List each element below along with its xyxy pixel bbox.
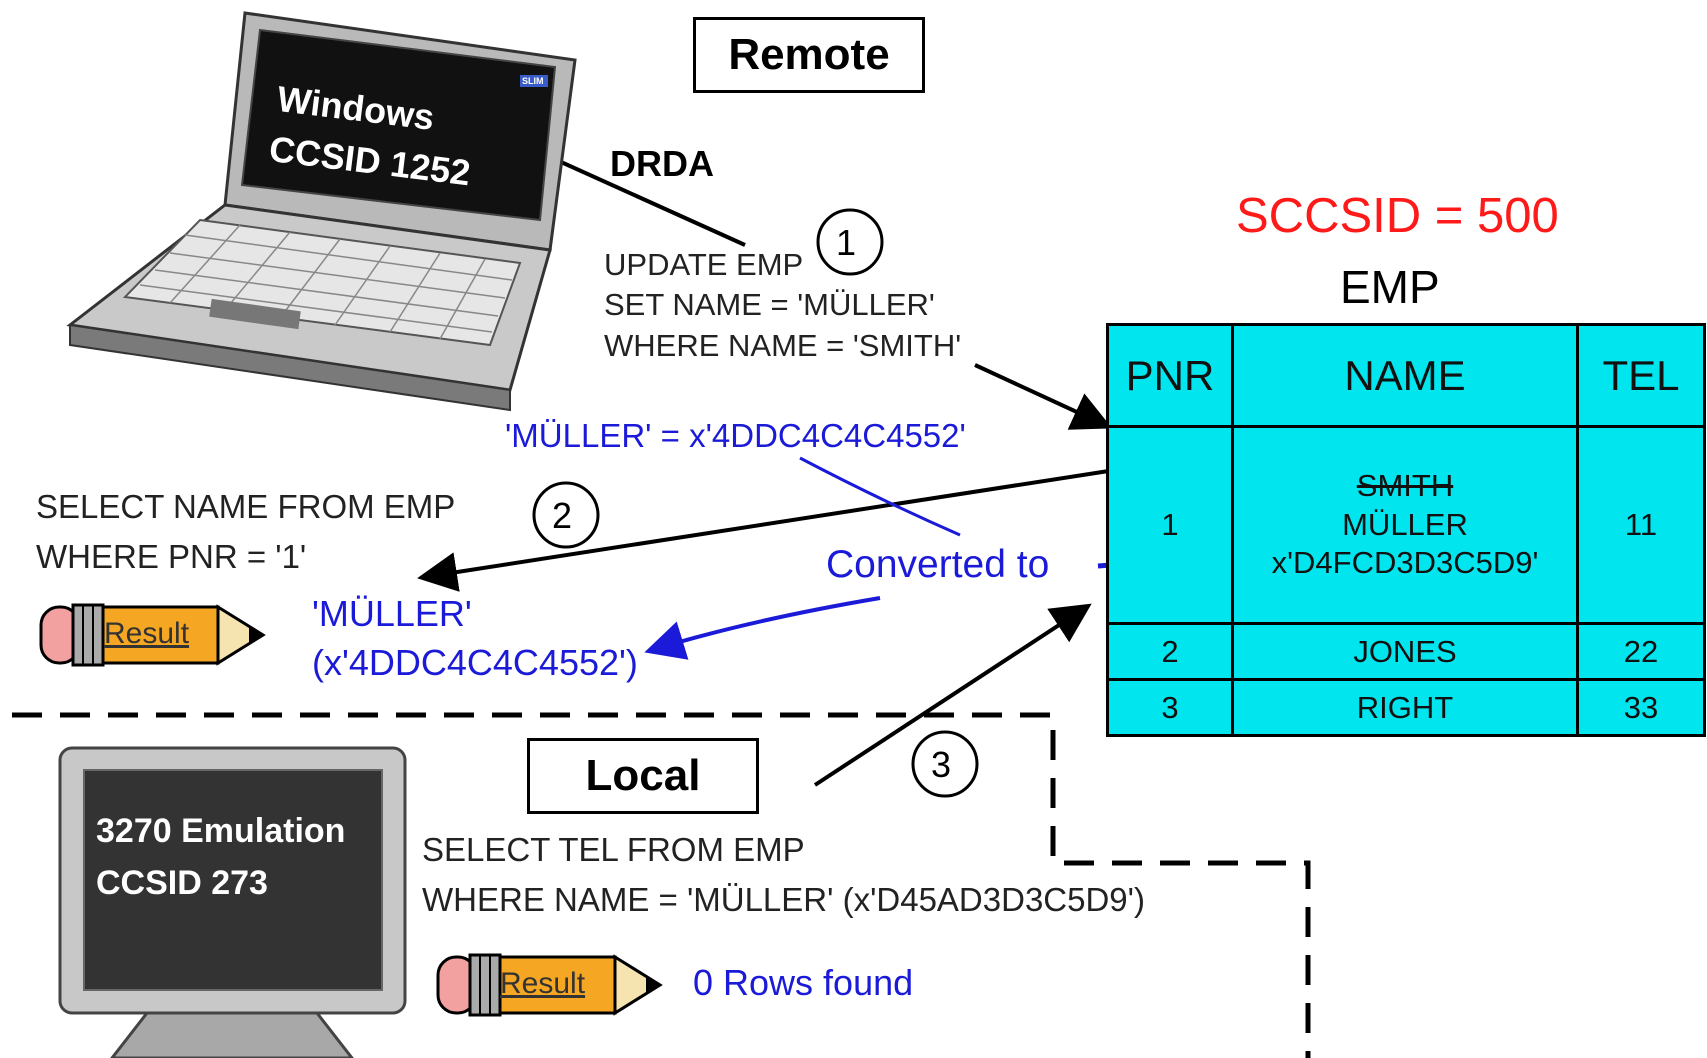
row-1-name-old: SMITH bbox=[1356, 467, 1454, 503]
laptop-logo: SLIM bbox=[522, 76, 544, 86]
select-tel-statement: SELECT TEL FROM EMP WHERE NAME = 'MÜLLER… bbox=[422, 825, 1145, 924]
drda-label: DRDA bbox=[610, 143, 714, 184]
result-label: Result bbox=[104, 617, 190, 650]
header-tel: TEL bbox=[1576, 323, 1706, 428]
select-result: 'MÜLLER' (x'4DDC4C4C4552') bbox=[312, 590, 638, 687]
step-number-2: 2 bbox=[552, 495, 573, 536]
pencil-icon bbox=[39, 603, 266, 667]
remote-label: Remote bbox=[693, 17, 925, 93]
update-hex-value: 'MÜLLER' = x'4DDC4C4C4552' bbox=[505, 417, 966, 454]
select-tel-line-1: SELECT TEL FROM EMP bbox=[422, 831, 805, 868]
select-name-line-2: WHERE PNR = '1' bbox=[36, 537, 307, 575]
conversion-arrow-left bbox=[644, 596, 881, 660]
select-result-line-2: (x'4DDC4C4C4552') bbox=[312, 641, 638, 683]
row-1-name: SMITH MÜLLER x'D4FCD3D3C5D9' bbox=[1231, 425, 1579, 625]
table-row: 1 SMITH MÜLLER x'D4FCD3D3C5D9' 11 bbox=[1106, 425, 1706, 625]
select-name-line-1: SELECT NAME FROM EMP bbox=[36, 488, 456, 525]
terminal-icon bbox=[58, 746, 407, 1058]
update-line-3: WHERE NAME = 'SMITH' bbox=[604, 327, 962, 363]
row-2-pnr: 2 bbox=[1106, 622, 1234, 681]
row-3-tel: 33 bbox=[1576, 678, 1706, 737]
terminal-emulation-label: 3270 Emulation bbox=[96, 812, 346, 850]
table-title: EMP bbox=[1340, 261, 1440, 313]
sccsid-label: SCCSID = 500 bbox=[1236, 189, 1559, 243]
conversion-curve-top bbox=[799, 456, 961, 537]
select-tel-line-2: WHERE NAME = 'MÜLLER' (x'D45AD3D3C5D9') bbox=[422, 880, 1145, 918]
update-line-1: UPDATE EMP bbox=[604, 247, 804, 282]
row-1-tel: 11 bbox=[1576, 425, 1706, 625]
select-result-line-1: 'MÜLLER' bbox=[312, 593, 472, 634]
result-label-local: Result bbox=[500, 967, 586, 1000]
update-line-2: SET NAME = 'MÜLLER' bbox=[604, 287, 935, 323]
laptop-icon bbox=[66, 11, 577, 412]
row-3-pnr: 3 bbox=[1106, 678, 1234, 737]
rows-found-label: 0 Rows found bbox=[693, 962, 914, 1003]
header-pnr: PNR bbox=[1106, 323, 1234, 428]
local-label: Local bbox=[527, 738, 759, 814]
select-arrow bbox=[417, 466, 1129, 592]
row-2-tel: 22 bbox=[1576, 622, 1706, 681]
select-name-statement: SELECT NAME FROM EMP WHERE PNR = '1' bbox=[36, 482, 455, 581]
step-circle-2 bbox=[532, 481, 600, 549]
step-circle-3 bbox=[911, 730, 979, 798]
step-circle-1 bbox=[816, 208, 884, 276]
row-1-name-hex: x'D4FCD3D3C5D9' bbox=[1271, 545, 1539, 581]
drda-line bbox=[529, 146, 746, 247]
update-statement: UPDATE EMP SET NAME = 'MÜLLER' WHERE NAM… bbox=[604, 245, 961, 366]
pencil-icon bbox=[436, 953, 663, 1017]
table-row: 2 JONES 22 bbox=[1106, 622, 1706, 681]
step-number-1: 1 bbox=[836, 222, 857, 263]
row-1-name-new: MÜLLER bbox=[1342, 506, 1468, 542]
row-2-name: JONES bbox=[1231, 622, 1579, 681]
step-number-3: 3 bbox=[931, 744, 952, 785]
table-header-row: PNR NAME TEL bbox=[1106, 323, 1706, 428]
local-arrow bbox=[813, 603, 1092, 787]
update-arrow bbox=[974, 363, 1113, 430]
row-1-pnr: 1 bbox=[1106, 425, 1234, 625]
row-3-name: RIGHT bbox=[1231, 678, 1579, 737]
converted-to-label: Converted to bbox=[826, 543, 1050, 586]
header-name: NAME bbox=[1231, 323, 1579, 428]
terminal-ccsid-label: CCSID 273 bbox=[96, 864, 268, 902]
emp-table: PNR NAME TEL 1 SMITH MÜLLER x'D4FCD3D3C5… bbox=[1106, 323, 1706, 737]
remote-local-boundary bbox=[12, 712, 1311, 1058]
table-row: 3 RIGHT 33 bbox=[1106, 678, 1706, 737]
